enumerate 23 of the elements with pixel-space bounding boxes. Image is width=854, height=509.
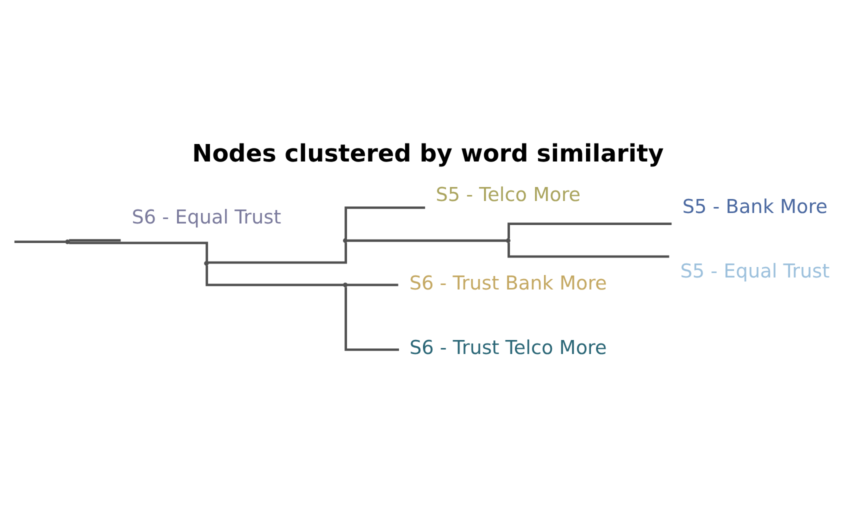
connector: [69, 241, 208, 261]
node-text: S6 - Trust Telco More: [410, 336, 607, 359]
connector: [347, 283, 398, 286]
connector: [508, 242, 670, 258]
connector: [208, 242, 348, 264]
connector: [344, 206, 426, 238]
node-point: [204, 260, 209, 266]
connector: [347, 238, 506, 242]
connector: [69, 238, 121, 242]
node-point: [342, 282, 348, 287]
connector: [508, 222, 672, 238]
connector: [344, 286, 399, 350]
node-text: S6 - Equal Trust: [132, 205, 282, 228]
connector: [206, 264, 344, 286]
node-point: [506, 238, 510, 242]
node-text: S5 - Equal Trust: [680, 259, 830, 282]
node-text: S5 - Bank More: [682, 194, 828, 218]
diagram-title: Nodes clustered by word similarity: [192, 139, 664, 168]
connector: [14, 240, 66, 243]
node-text: S6 - Trust Bank More: [409, 271, 607, 294]
node-point: [65, 239, 70, 244]
node-text: S5 - Telco More: [436, 182, 581, 206]
node-point: [342, 238, 348, 242]
